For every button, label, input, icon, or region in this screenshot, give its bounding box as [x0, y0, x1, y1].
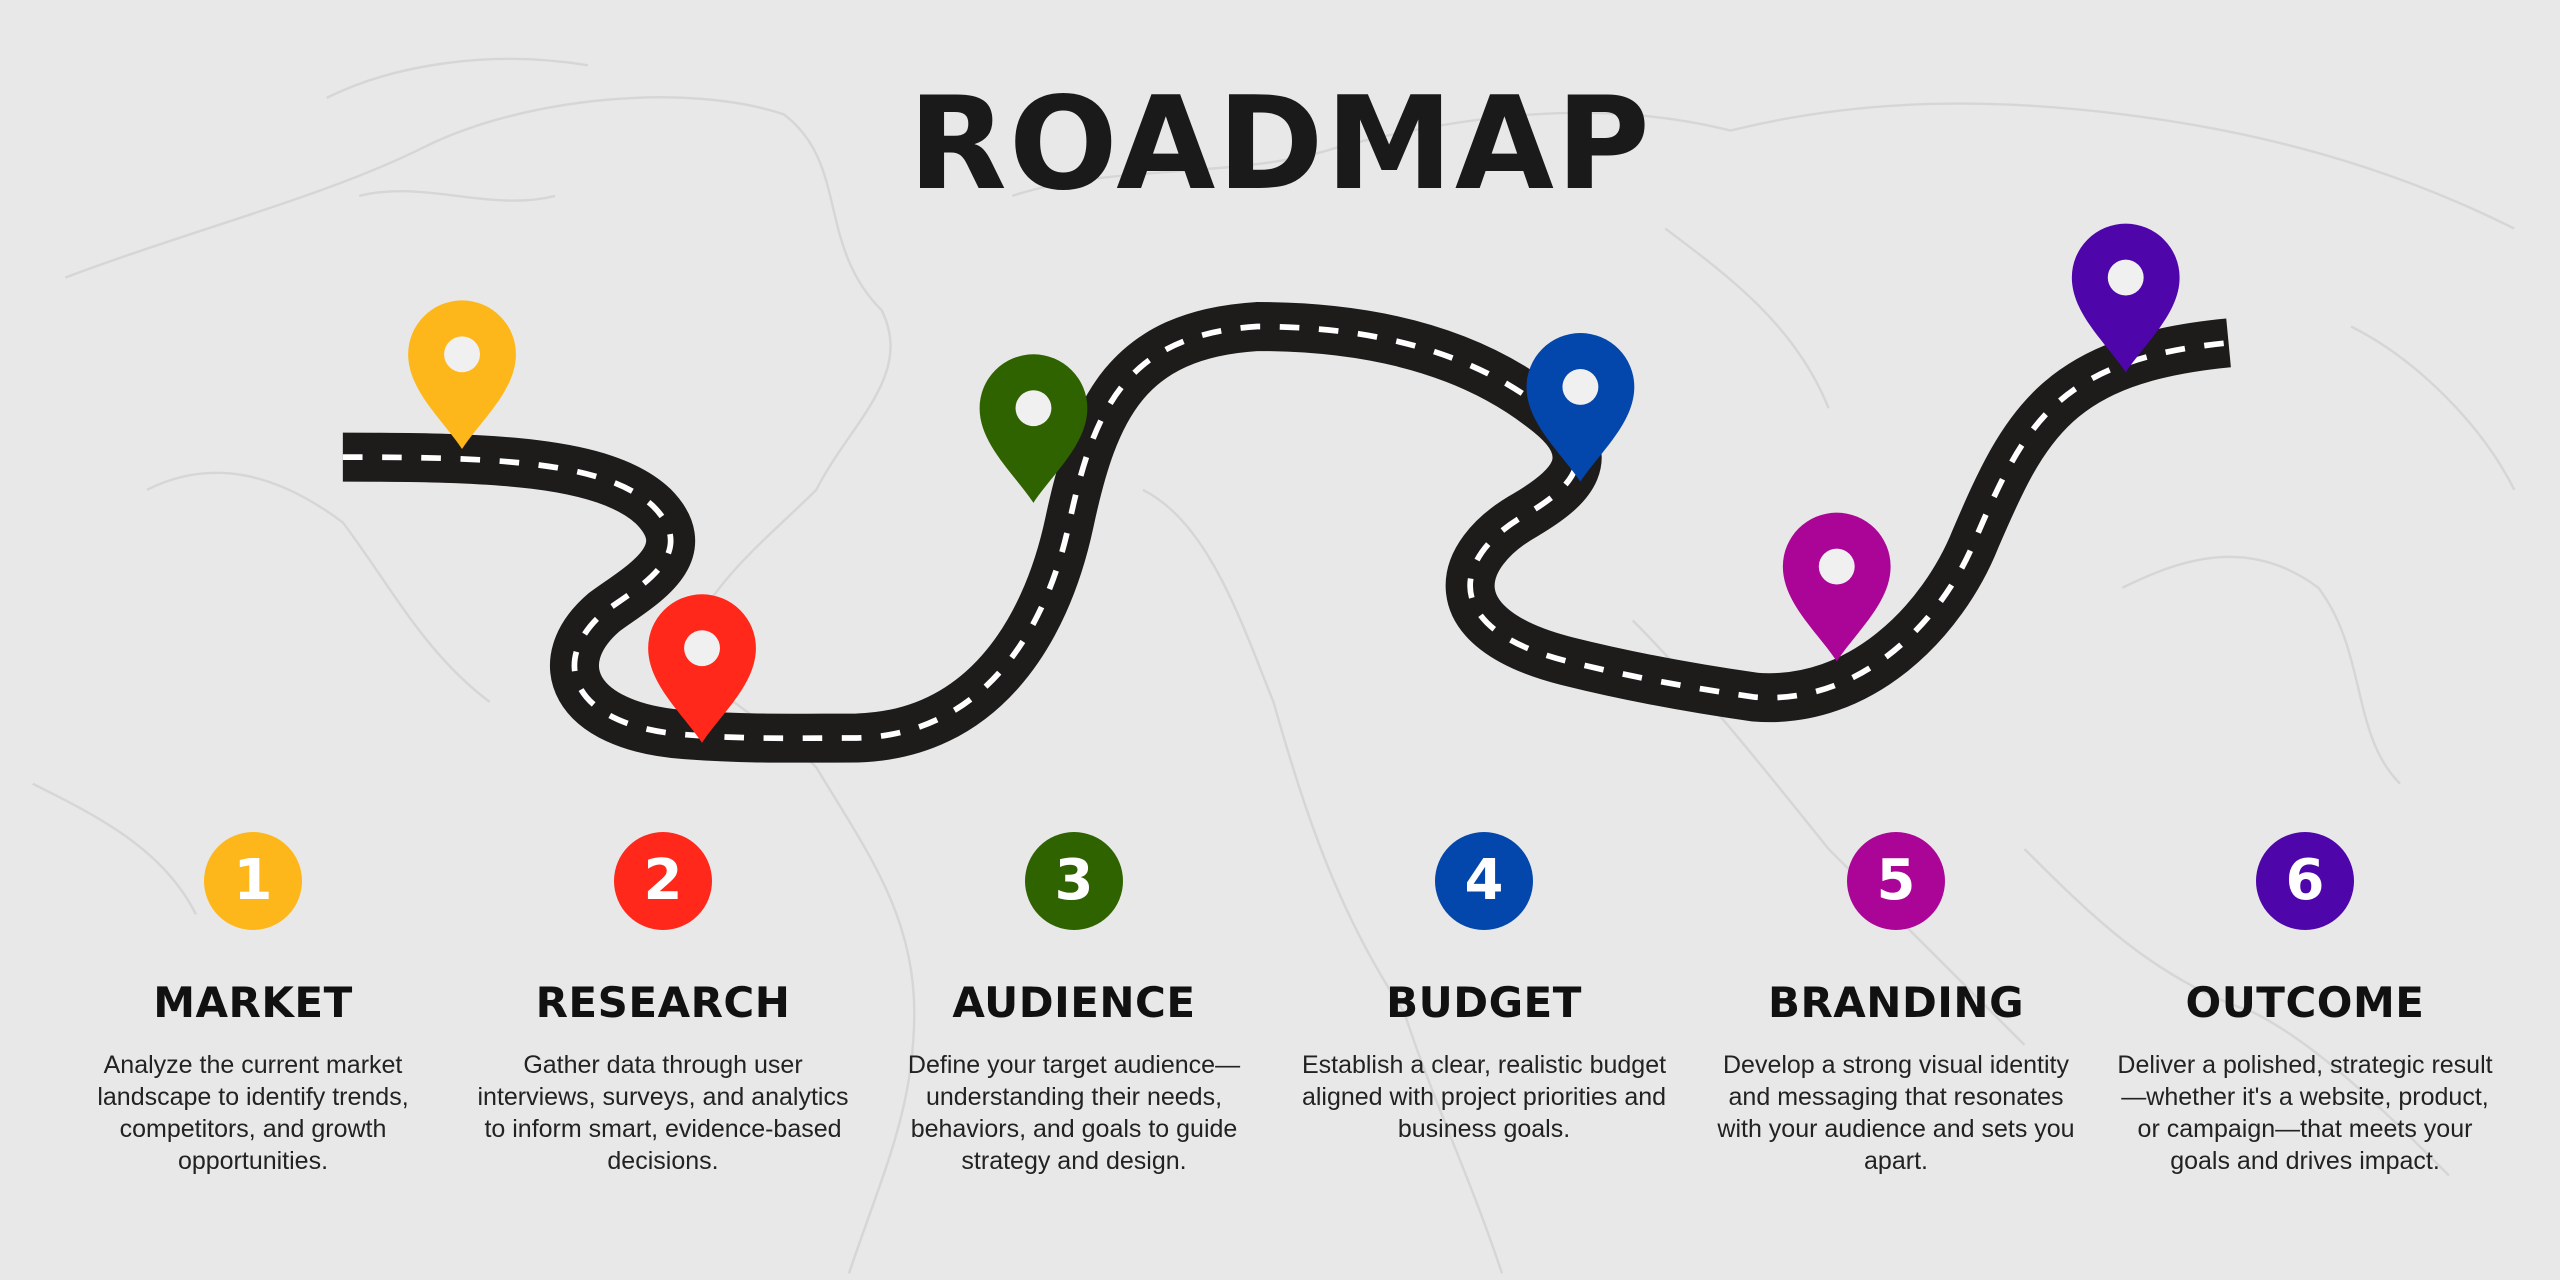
step-heading: RESEARCH: [535, 978, 791, 1027]
step-heading: BRANDING: [1767, 978, 2025, 1027]
step-research: 2 RESEARCH Gather data through user inte…: [453, 832, 873, 1177]
step-outcome: 6 OUTCOME Deliver a polished, strategic …: [2095, 832, 2515, 1177]
map-pin-icon-audience: [979, 354, 1088, 503]
map-pin-icon-budget: [1526, 333, 1635, 482]
step-market: 1 MARKET Analyze the current market land…: [43, 832, 463, 1177]
world-map-background: [32, 57, 2516, 1274]
step-heading: AUDIENCE: [952, 978, 1196, 1027]
step-description: Analyze the current market landscape to …: [97, 1051, 409, 1175]
page-title: ROADMAP: [908, 70, 1652, 219]
step-number-badge: 3: [1025, 832, 1123, 930]
step-description: Deliver a polished, strategic result—whe…: [2117, 1051, 2493, 1175]
map-pin-icon-outcome: [2071, 223, 2180, 373]
step-branding: 5 BRANDING Develop a strong visual ident…: [1686, 832, 2106, 1177]
step-description: Develop a strong visual identity and mes…: [1717, 1051, 2075, 1175]
step-heading: OUTCOME: [2185, 978, 2425, 1027]
map-pin-icon-research: [648, 594, 756, 743]
map-pin-icon-market: [408, 300, 516, 449]
step-number-badge: 4: [1435, 832, 1533, 930]
step-number-badge: 1: [204, 832, 302, 930]
step-description: Gather data through user interviews, sur…: [477, 1051, 849, 1175]
step-number-badge: 6: [2256, 832, 2354, 930]
map-pin-icon-branding: [1782, 512, 1891, 662]
step-audience: 3 AUDIENCE Define your target audience—u…: [864, 832, 1284, 1177]
step-description: Establish a clear, realistic budget alig…: [1301, 1051, 1667, 1143]
road-center-line: [342, 323, 2229, 742]
step-heading: MARKET: [153, 978, 353, 1027]
step-budget: 4 BUDGET Establish a clear, realistic bu…: [1274, 832, 1694, 1145]
step-number-badge: 5: [1847, 832, 1945, 930]
step-description: Define your target audience—understandin…: [907, 1051, 1241, 1175]
road: [342, 302, 2231, 763]
road-surface: [342, 302, 2231, 763]
step-number-badge: 2: [614, 832, 712, 930]
step-heading: BUDGET: [1386, 978, 1582, 1027]
